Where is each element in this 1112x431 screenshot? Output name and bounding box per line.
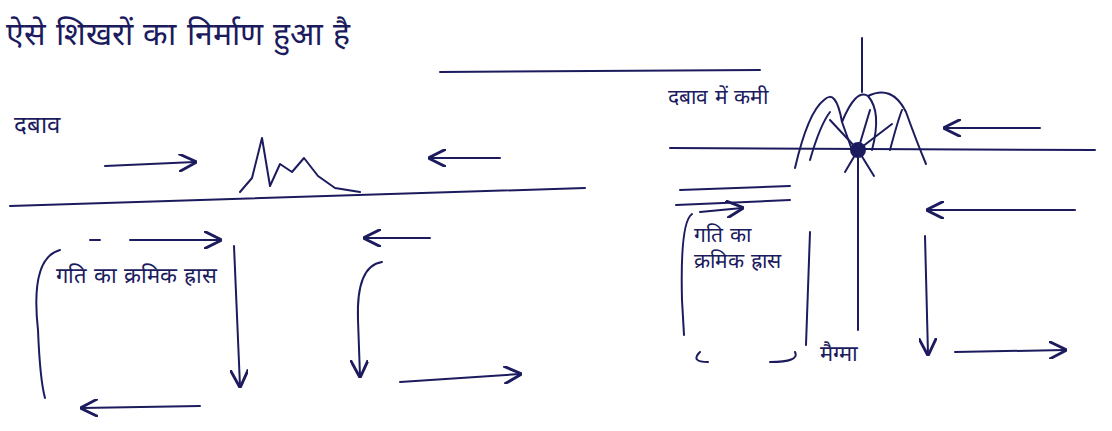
current-arrow xyxy=(700,208,742,212)
diagram-title: ऐसे शिखरों का निर्माण हुआ है xyxy=(6,14,350,54)
current-label: गति का क्रमिक ह्रास xyxy=(694,222,802,275)
current-arrow xyxy=(400,374,520,382)
magma-chamber xyxy=(851,143,865,157)
pressure-label: दबाव में कमी xyxy=(668,84,768,110)
current-arrow xyxy=(365,237,430,239)
current-arrow xyxy=(234,246,240,386)
ground-line xyxy=(670,148,1095,150)
current-arrow xyxy=(90,239,220,241)
ink-stroke xyxy=(861,38,863,92)
current-line xyxy=(696,352,795,362)
current-label: गति का क्रमिक ह्रास xyxy=(56,262,217,290)
ground-line xyxy=(676,186,790,205)
magma-label: मैग्मा xyxy=(820,340,858,368)
current-arrow xyxy=(925,236,928,354)
magma-rays xyxy=(830,110,892,176)
ground-line xyxy=(10,188,585,206)
fold-mountain xyxy=(795,92,926,168)
current-arrow xyxy=(928,209,1075,211)
pressure-arrow xyxy=(945,127,1040,129)
current-arrow xyxy=(358,262,382,376)
pressure-arrow xyxy=(430,157,500,159)
leader-line xyxy=(857,157,859,330)
pressure-arrow xyxy=(105,162,195,166)
pressure-label: दबाव xyxy=(14,110,60,140)
current-arrow xyxy=(82,406,200,408)
fold-mountain xyxy=(240,138,360,192)
current-arrow xyxy=(955,350,1065,352)
title-underline xyxy=(440,70,760,72)
current-line xyxy=(682,214,692,335)
current-line xyxy=(806,232,810,345)
